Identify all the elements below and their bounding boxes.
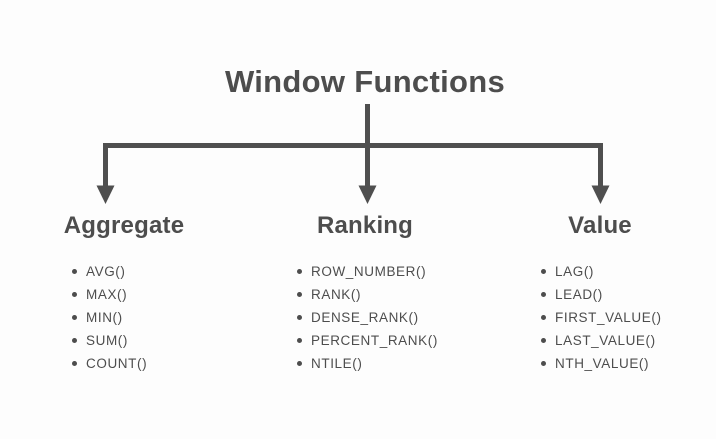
list-item: LAST_VALUE(): [541, 329, 700, 352]
list-item: MIN(): [72, 306, 224, 329]
list-item: LEAD(): [541, 283, 700, 306]
function-name: COUNT(): [86, 356, 148, 371]
list-item: FIRST_VALUE(): [541, 306, 700, 329]
function-list-ranking: ROW_NUMBER() RANK() DENSE_RANK() PERCENT…: [297, 260, 465, 375]
branch-bracket-line: [103, 143, 603, 188]
list-item: NTILE(): [297, 352, 465, 375]
bullet-icon: [297, 292, 302, 297]
list-item: LAG(): [541, 260, 700, 283]
arrow-down-icon: [591, 185, 610, 204]
category-column-aggregate: Aggregate AVG() MAX() MIN() SUM() COUNT(…: [24, 211, 224, 375]
bullet-icon: [297, 338, 302, 343]
bullet-icon: [541, 338, 546, 343]
list-item: NTH_VALUE(): [541, 352, 700, 375]
list-item: ROW_NUMBER(): [297, 260, 465, 283]
bullet-icon: [72, 292, 77, 297]
function-name: LAG(): [555, 264, 595, 279]
category-heading-aggregate: Aggregate: [63, 212, 185, 239]
arrow-down-icon: [96, 185, 115, 204]
arrow-down-icon: [358, 185, 377, 204]
function-name: NTH_VALUE(): [555, 356, 650, 371]
function-name: PERCENT_RANK(): [311, 333, 438, 348]
function-name: MIN(): [86, 310, 123, 325]
function-name: AVG(): [86, 264, 126, 279]
bullet-icon: [72, 338, 77, 343]
category-heading-value: Value: [568, 212, 632, 239]
function-name: MAX(): [86, 287, 128, 302]
list-item: RANK(): [297, 283, 465, 306]
function-name: ROW_NUMBER(): [311, 264, 427, 279]
function-list-value: LAG() LEAD() FIRST_VALUE() LAST_VALUE() …: [541, 260, 700, 375]
function-name: LAST_VALUE(): [555, 333, 656, 348]
function-name: DENSE_RANK(): [311, 310, 419, 325]
bullet-icon: [541, 269, 546, 274]
function-name: SUM(): [86, 333, 128, 348]
bullet-icon: [72, 315, 77, 320]
category-column-value: Value LAG() LEAD() FIRST_VALUE() LAST_VA…: [500, 211, 700, 375]
function-name: LEAD(): [555, 287, 603, 302]
function-name: FIRST_VALUE(): [555, 310, 662, 325]
bullet-icon: [72, 269, 77, 274]
list-item: PERCENT_RANK(): [297, 329, 465, 352]
bullet-icon: [541, 315, 546, 320]
list-item: AVG(): [72, 260, 224, 283]
bullet-icon: [297, 315, 302, 320]
bullet-icon: [297, 269, 302, 274]
bullet-icon: [72, 361, 77, 366]
bullet-icon: [541, 361, 546, 366]
function-list-aggregate: AVG() MAX() MIN() SUM() COUNT(): [72, 260, 224, 375]
list-item: COUNT(): [72, 352, 224, 375]
list-item: MAX(): [72, 283, 224, 306]
function-name: NTILE(): [311, 356, 363, 371]
category-column-ranking: Ranking ROW_NUMBER() RANK() DENSE_RANK()…: [265, 211, 465, 375]
bullet-icon: [297, 361, 302, 366]
list-item: SUM(): [72, 329, 224, 352]
category-heading-ranking: Ranking: [316, 212, 414, 239]
list-item: DENSE_RANK(): [297, 306, 465, 329]
diagram-title: Window Functions: [224, 64, 506, 99]
bullet-icon: [541, 292, 546, 297]
function-name: RANK(): [311, 287, 362, 302]
